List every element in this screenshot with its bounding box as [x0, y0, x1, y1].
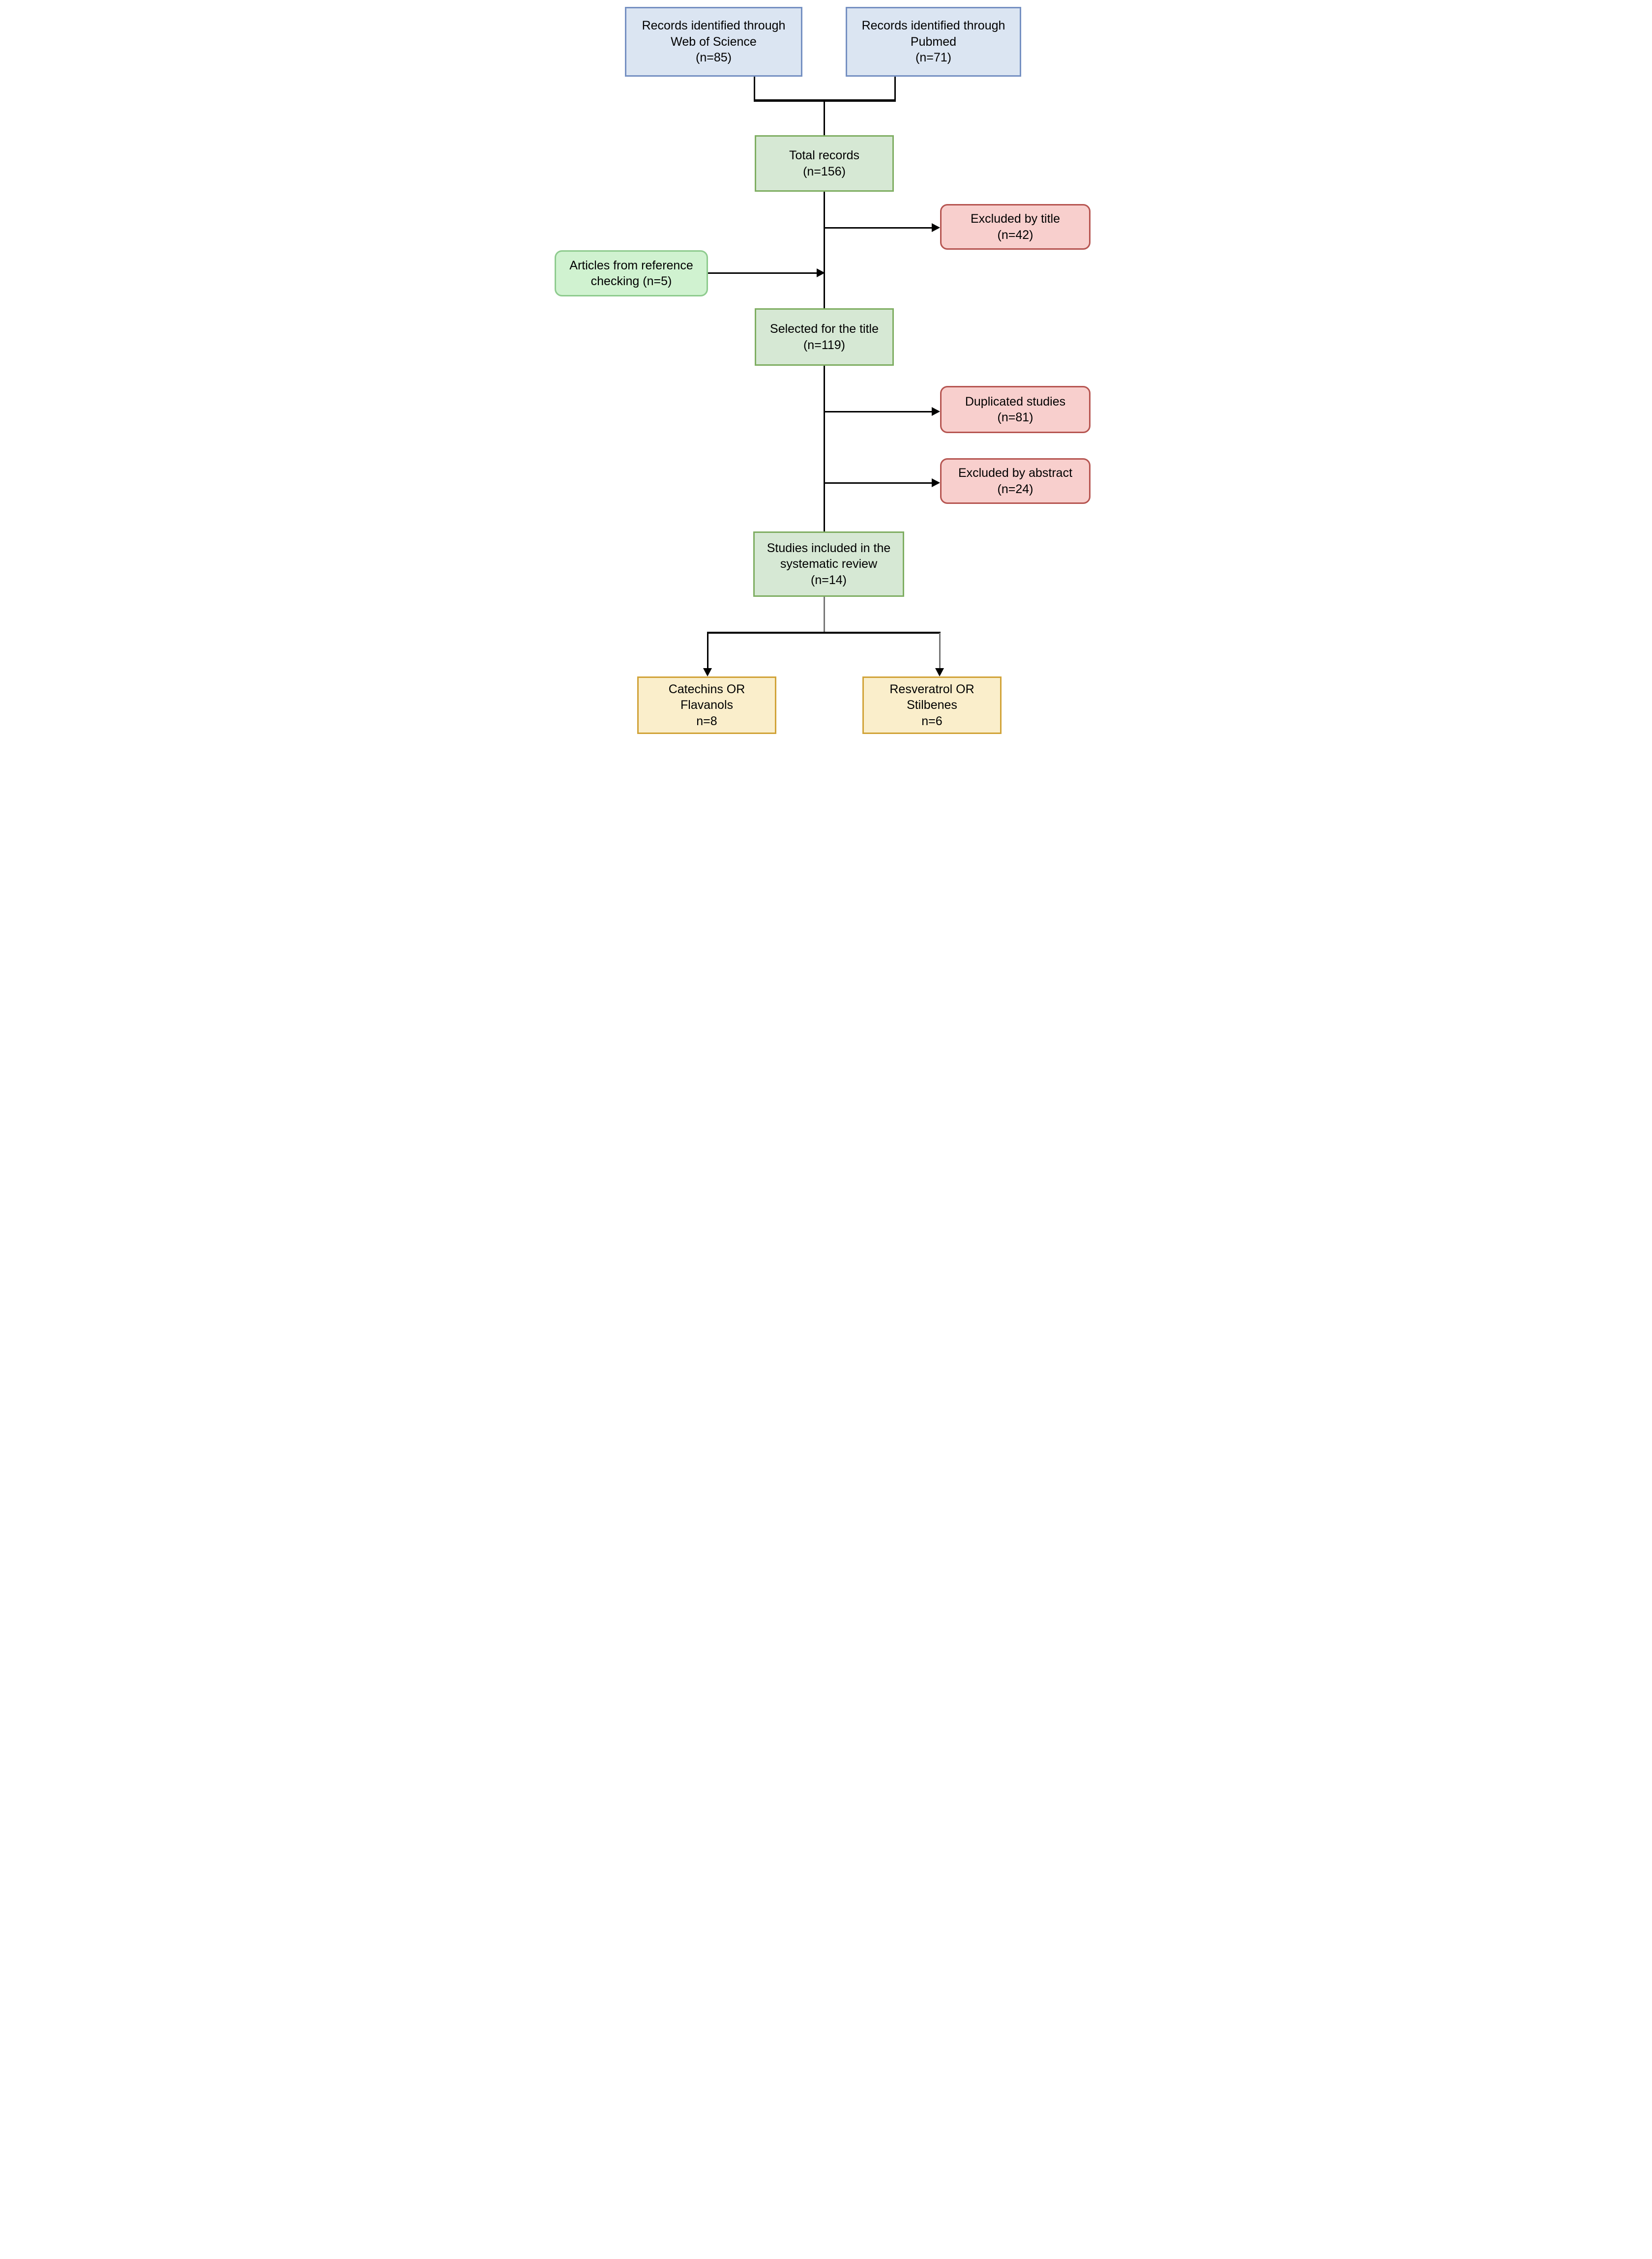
node-label: Duplicated studies (n=81) [965, 394, 1066, 425]
node-duplicated-studies: Duplicated studies (n=81) [940, 386, 1091, 433]
edge-total-to-selected [823, 192, 825, 308]
node-excluded-by-abstract: Excluded by abstract (n=24) [940, 458, 1091, 504]
node-label: Selected for the title (n=119) [770, 322, 879, 352]
node-catechins-flavanols: Catechins OR Flavanols n=8 [637, 676, 776, 734]
flow-diagram-canvas: Records identified through Web of Scienc… [551, 0, 1101, 753]
node-total-records: Total records (n=156) [755, 135, 894, 192]
edge-merge-horizontal [753, 99, 896, 102]
edge-split-horizontal [707, 632, 941, 634]
node-excluded-by-title: Excluded by title (n=42) [940, 204, 1091, 250]
arrowhead-resveratrol [935, 668, 944, 676]
edge-selected-to-included [823, 366, 825, 531]
arrowhead-catechins [703, 668, 712, 676]
node-reference-checking: Articles from reference checking (n=5) [555, 250, 708, 296]
node-label: Total records (n=156) [789, 148, 860, 178]
node-records-web-of-science: Records identified through Web of Scienc… [625, 7, 802, 77]
node-label: Resveratrol OR Stilbenes n=6 [889, 682, 974, 728]
arrowhead-excluded-title [932, 223, 940, 232]
node-label: Records identified through Pubmed (n=71) [861, 19, 1005, 65]
node-resveratrol-stilbenes: Resveratrol OR Stilbenes n=6 [862, 676, 1002, 734]
arrowhead-excluded-abstract [932, 478, 940, 487]
node-label: Excluded by title (n=42) [970, 212, 1061, 242]
node-selected-for-title: Selected for the title (n=119) [755, 308, 894, 366]
node-label: Catechins OR Flavanols n=8 [668, 682, 745, 728]
node-label: Records identified through Web of Scienc… [642, 19, 786, 65]
node-label: Studies included in the systematic revie… [767, 541, 891, 587]
edge-branch-excluded-title [824, 227, 932, 229]
node-records-pubmed: Records identified through Pubmed (n=71) [846, 7, 1021, 77]
arrowhead-duplicated [932, 407, 940, 416]
edge-pubmed-drop [894, 77, 896, 100]
edge-merge-stem [823, 101, 825, 135]
edge-wos-drop [753, 77, 755, 100]
node-label: Excluded by abstract (n=24) [958, 466, 1073, 496]
edge-split-left [707, 633, 708, 669]
edge-branch-duplicated [824, 411, 932, 412]
edge-included-stem [823, 597, 825, 633]
node-label: Articles from reference checking (n=5) [569, 258, 693, 289]
edge-split-right [939, 633, 941, 669]
edge-reference-to-stem [708, 272, 817, 274]
edge-branch-excluded-abstract [824, 482, 932, 484]
arrowhead-reference [817, 268, 825, 277]
node-studies-included: Studies included in the systematic revie… [753, 531, 904, 597]
